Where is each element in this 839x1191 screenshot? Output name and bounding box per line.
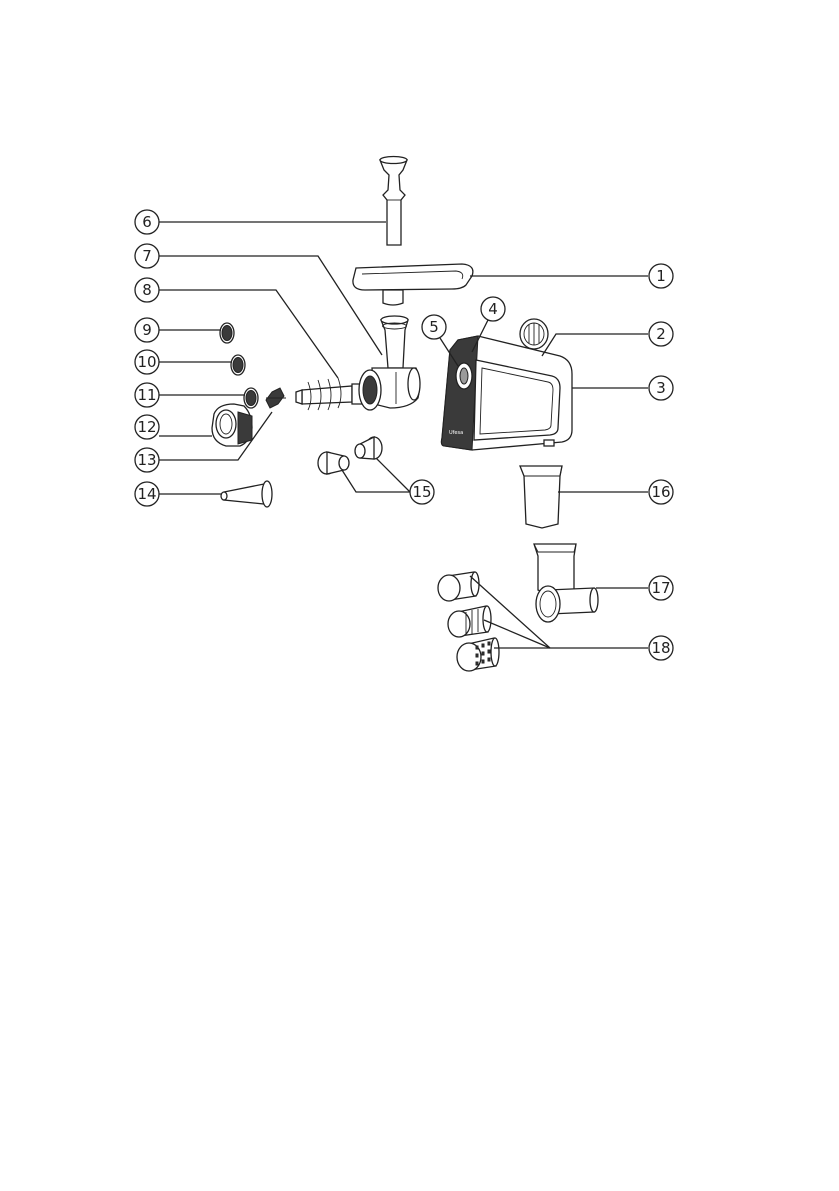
callout-11: 11 [135, 383, 159, 407]
callout-4: 4 [481, 297, 505, 321]
svg-text:1: 1 [656, 267, 666, 285]
svg-text:8: 8 [142, 281, 152, 299]
drum-fine-grating-part [448, 606, 491, 637]
svg-text:4: 4 [488, 300, 498, 318]
callout-15: 15 [410, 480, 434, 504]
callout-16: 16 [649, 480, 673, 504]
motor-housing-part: Ufesa [441, 336, 572, 450]
leader-2 [542, 334, 648, 356]
shredder-pusher-part [520, 466, 562, 528]
svg-text:11: 11 [137, 386, 156, 404]
plate-coarse-part [244, 388, 258, 408]
callout-10: 10 [135, 350, 159, 374]
svg-text:12: 12 [137, 418, 156, 436]
leader-7 [159, 256, 382, 355]
svg-text:6: 6 [142, 213, 152, 231]
svg-text:3: 3 [656, 379, 666, 397]
svg-text:7: 7 [142, 247, 152, 265]
leader-8 [159, 290, 338, 378]
callout-3: 3 [649, 376, 673, 400]
ring-nut-part [212, 404, 252, 446]
callout-8: 8 [135, 278, 159, 302]
callout-7: 7 [135, 244, 159, 268]
brand-mark: Ufesa [449, 430, 463, 436]
callout-6: 6 [135, 210, 159, 234]
svg-text:17: 17 [651, 579, 670, 597]
kebbe-attachment-part [318, 437, 382, 474]
cutting-blade-part [266, 388, 286, 408]
switch-part [520, 319, 548, 349]
callout-13: 13 [135, 448, 159, 472]
drum-slicing-part [438, 572, 479, 601]
tray-part [353, 264, 473, 305]
pusher-part [380, 157, 407, 246]
svg-text:15: 15 [412, 483, 431, 501]
leader-15b [376, 458, 410, 492]
callout-5: 5 [422, 315, 446, 339]
callout-2: 2 [649, 322, 673, 346]
plate-fine-part [220, 323, 234, 343]
worm-screw-part [296, 370, 381, 410]
plate-medium-part [231, 355, 245, 375]
callout-14: 14 [135, 482, 159, 506]
callout-9: 9 [135, 318, 159, 342]
svg-text:10: 10 [137, 353, 156, 371]
svg-text:2: 2 [656, 325, 666, 343]
svg-text:13: 13 [137, 451, 156, 469]
callout-12: 12 [135, 415, 159, 439]
sausage-funnel-part [221, 481, 272, 507]
callout-18: 18 [649, 636, 673, 660]
callout-17: 17 [649, 576, 673, 600]
svg-text:18: 18 [651, 639, 670, 657]
svg-text:9: 9 [142, 321, 152, 339]
shredder-housing-part [534, 544, 598, 622]
svg-text:14: 14 [137, 485, 156, 503]
svg-text:5: 5 [429, 318, 439, 336]
callout-1: 1 [649, 264, 673, 288]
svg-text:16: 16 [651, 483, 670, 501]
drum-coarse-grating-part [457, 638, 499, 671]
